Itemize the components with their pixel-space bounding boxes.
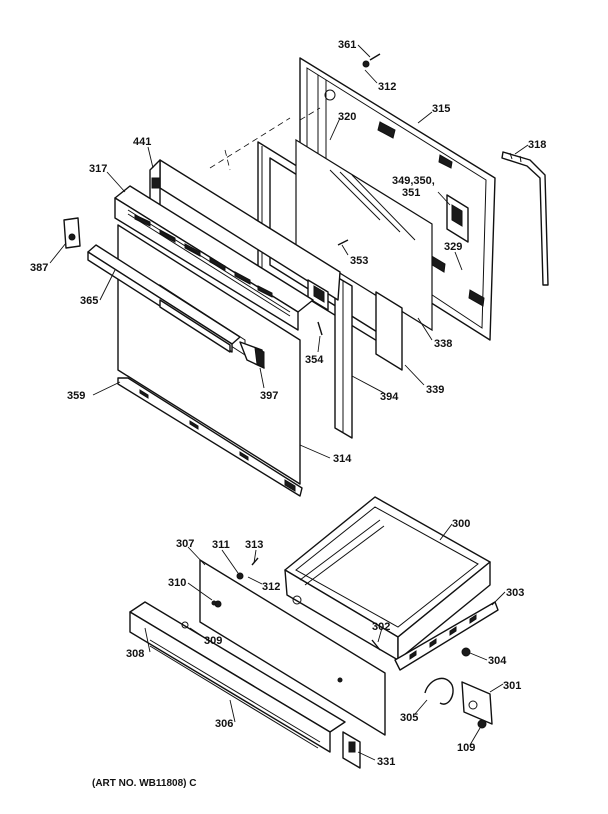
screw-311 — [236, 572, 244, 580]
label-109: 109 — [457, 742, 475, 754]
label-320: 320 — [338, 111, 356, 123]
label-397: 397 — [260, 390, 278, 402]
label-365: 365 — [80, 295, 98, 307]
door-gasket-rod-318 — [501, 151, 549, 286]
label-318: 318 — [528, 139, 546, 151]
roller-bracket-301 — [461, 681, 493, 725]
label-441: 441 — [133, 136, 151, 148]
screw-354 — [317, 321, 323, 336]
label-309: 309 — [204, 635, 222, 647]
label-312-drawer: 312 — [262, 581, 280, 593]
side-bracket-331 — [342, 731, 361, 769]
label-351: 351 — [402, 187, 420, 199]
label-301: 301 — [503, 680, 521, 692]
screw-302 — [371, 639, 381, 651]
label-303: 303 — [506, 587, 524, 599]
label-305: 305 — [400, 712, 418, 724]
label-306: 306 — [215, 718, 233, 730]
drawer-body-300 — [284, 496, 491, 661]
screw-310 — [211, 600, 217, 606]
door-back-panel-315 — [299, 57, 496, 341]
screw-109 — [477, 719, 487, 729]
label-304: 304 — [488, 655, 507, 667]
label-331: 331 — [377, 756, 395, 768]
handle-end-cap-397 — [239, 341, 265, 369]
label-314: 314 — [333, 453, 352, 465]
label-308: 308 — [126, 648, 144, 660]
label-338: 338 — [434, 338, 452, 350]
label-354: 354 — [305, 354, 324, 366]
screw-353 — [337, 239, 349, 246]
spring-305 — [424, 677, 454, 705]
roller-304 — [461, 647, 471, 657]
inner-glass-339 — [295, 138, 433, 371]
label-310: 310 — [168, 577, 186, 589]
label-329: 329 — [444, 241, 462, 253]
label-312-door: 312 — [378, 81, 396, 93]
label-317: 317 — [89, 163, 107, 175]
door-top-panel-317 — [114, 185, 314, 331]
label-300: 300 — [452, 518, 470, 530]
drawer-rail-303 — [394, 601, 499, 671]
art-number: (ART NO. WB11808) C — [92, 778, 196, 789]
label-311: 311 — [212, 539, 230, 551]
drawer-front-panel-307 — [199, 559, 386, 736]
label-349-350: 349,350, — [392, 175, 435, 187]
part-labels: 361 312 315 320 318 441 317 349,350, 351… — [30, 39, 546, 768]
label-387: 387 — [30, 262, 48, 274]
side-channel-394 — [334, 275, 353, 439]
label-339: 339 — [426, 384, 444, 396]
screw-313 — [251, 557, 259, 566]
latch-bracket-349-350-351 — [446, 194, 469, 243]
screw-309 — [181, 621, 189, 629]
clip-387 — [63, 217, 81, 249]
label-359: 359 — [67, 390, 85, 402]
label-313: 313 — [245, 539, 263, 551]
label-353: 353 — [350, 255, 368, 267]
label-307: 307 — [176, 538, 194, 550]
drawer-handle-306 — [129, 601, 346, 753]
alignment-lines — [209, 107, 321, 171]
label-361: 361 — [338, 39, 356, 51]
leader-lines — [49, 44, 529, 761]
screw-361 — [362, 53, 381, 68]
door-handle-365 — [87, 244, 241, 353]
label-315: 315 — [432, 103, 450, 115]
label-394: 394 — [380, 391, 399, 403]
label-302: 302 — [372, 621, 390, 633]
